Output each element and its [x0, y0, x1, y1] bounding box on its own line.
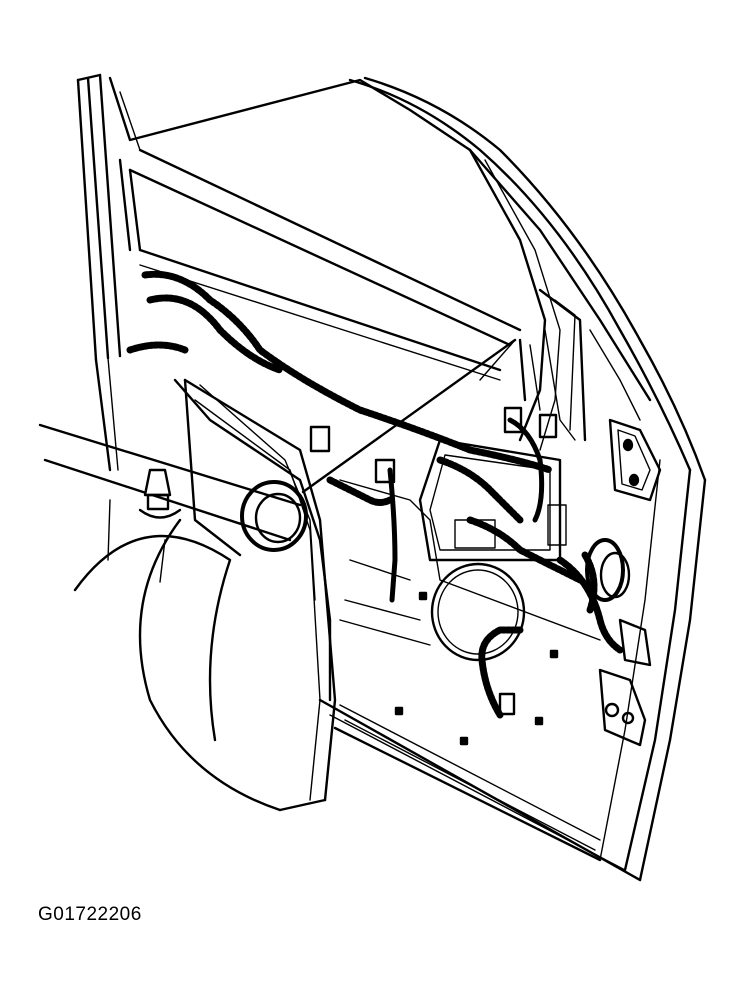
window-channel [468, 148, 587, 451]
panel-holes [394, 591, 559, 746]
inner-panel [173, 378, 601, 702]
leader-lines [301, 338, 517, 494]
trim-panel [38, 378, 337, 812]
speaker-opening [430, 562, 526, 662]
pillar [518, 329, 641, 441]
wiring-boot [581, 538, 631, 614]
figure-id-label: G01722206 [38, 904, 142, 925]
door-hinges [598, 418, 662, 747]
wiring-harness [126, 270, 624, 719]
door-frame [76, 73, 707, 882]
connectors [309, 406, 567, 716]
trim-clip [138, 468, 182, 583]
grommet [240, 480, 308, 552]
